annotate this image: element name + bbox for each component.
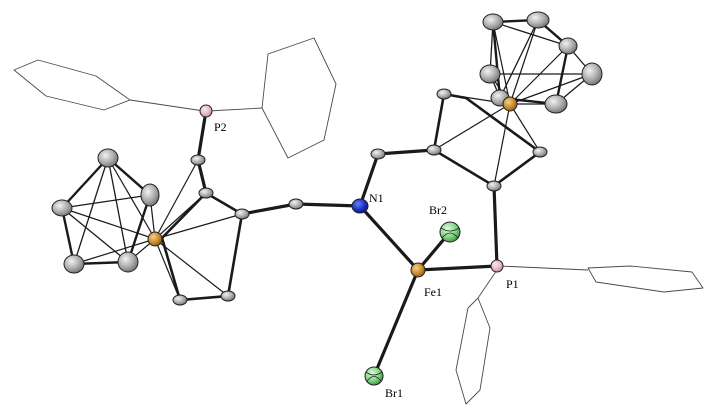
carbon-atom bbox=[370, 148, 386, 160]
label-br1: Br1 bbox=[385, 386, 403, 400]
carbon-atom bbox=[220, 290, 236, 302]
carbon-atom bbox=[97, 148, 119, 168]
ferrocene-left bbox=[60, 156, 244, 302]
carbon-atom bbox=[526, 11, 550, 29]
label-fe1: Fe1 bbox=[424, 285, 442, 299]
atoms bbox=[51, 11, 603, 386]
main-bonds bbox=[196, 109, 499, 378]
carbon-atom bbox=[117, 251, 139, 273]
carbon-atom bbox=[479, 64, 501, 84]
phenyl-rings bbox=[13, 37, 704, 405]
bromine-atom-br2 bbox=[439, 221, 461, 243]
iron-atom-ferrocene-right bbox=[502, 96, 518, 112]
phosphorus-atom-p1 bbox=[490, 259, 504, 273]
label-p2: P2 bbox=[214, 120, 227, 134]
nitrogen-atom-n1 bbox=[351, 198, 369, 214]
carbon-atom bbox=[544, 94, 568, 114]
carbon-atom bbox=[140, 183, 160, 207]
carbon-atom bbox=[288, 198, 304, 210]
carbon-atom bbox=[581, 62, 603, 86]
label-n1: N1 bbox=[369, 191, 384, 205]
iron-atom-ferrocene-left bbox=[147, 231, 163, 247]
label-p1: P1 bbox=[506, 277, 519, 291]
carbon-atom bbox=[532, 146, 548, 158]
carbon-atom bbox=[558, 37, 578, 55]
carbon-atom bbox=[436, 88, 452, 100]
phenyl-ring-p1-right bbox=[587, 265, 704, 293]
carbon-atom bbox=[234, 208, 250, 220]
carbon-atom bbox=[482, 13, 504, 31]
carbon-atom bbox=[190, 154, 206, 166]
phosphorus-atom-p2 bbox=[199, 104, 213, 118]
phenyl-ring-p2-right bbox=[261, 37, 337, 159]
phenyl-ring-p2-left bbox=[13, 59, 131, 111]
carbon-atom bbox=[63, 254, 85, 274]
atom-labels: P2 N1 Br2 Fe1 P1 Br1 bbox=[214, 120, 519, 400]
carbon-atom bbox=[51, 199, 73, 217]
carbon-atom bbox=[172, 294, 188, 306]
phenyl-ring-p1-lower bbox=[455, 297, 491, 405]
carbon-atom bbox=[486, 180, 502, 192]
carbon-atom bbox=[198, 187, 214, 199]
carbon-atom bbox=[426, 144, 442, 156]
label-br2: Br2 bbox=[429, 203, 447, 217]
iron-atom-fe1 bbox=[410, 262, 426, 278]
bromine-atom-br1 bbox=[364, 366, 384, 386]
